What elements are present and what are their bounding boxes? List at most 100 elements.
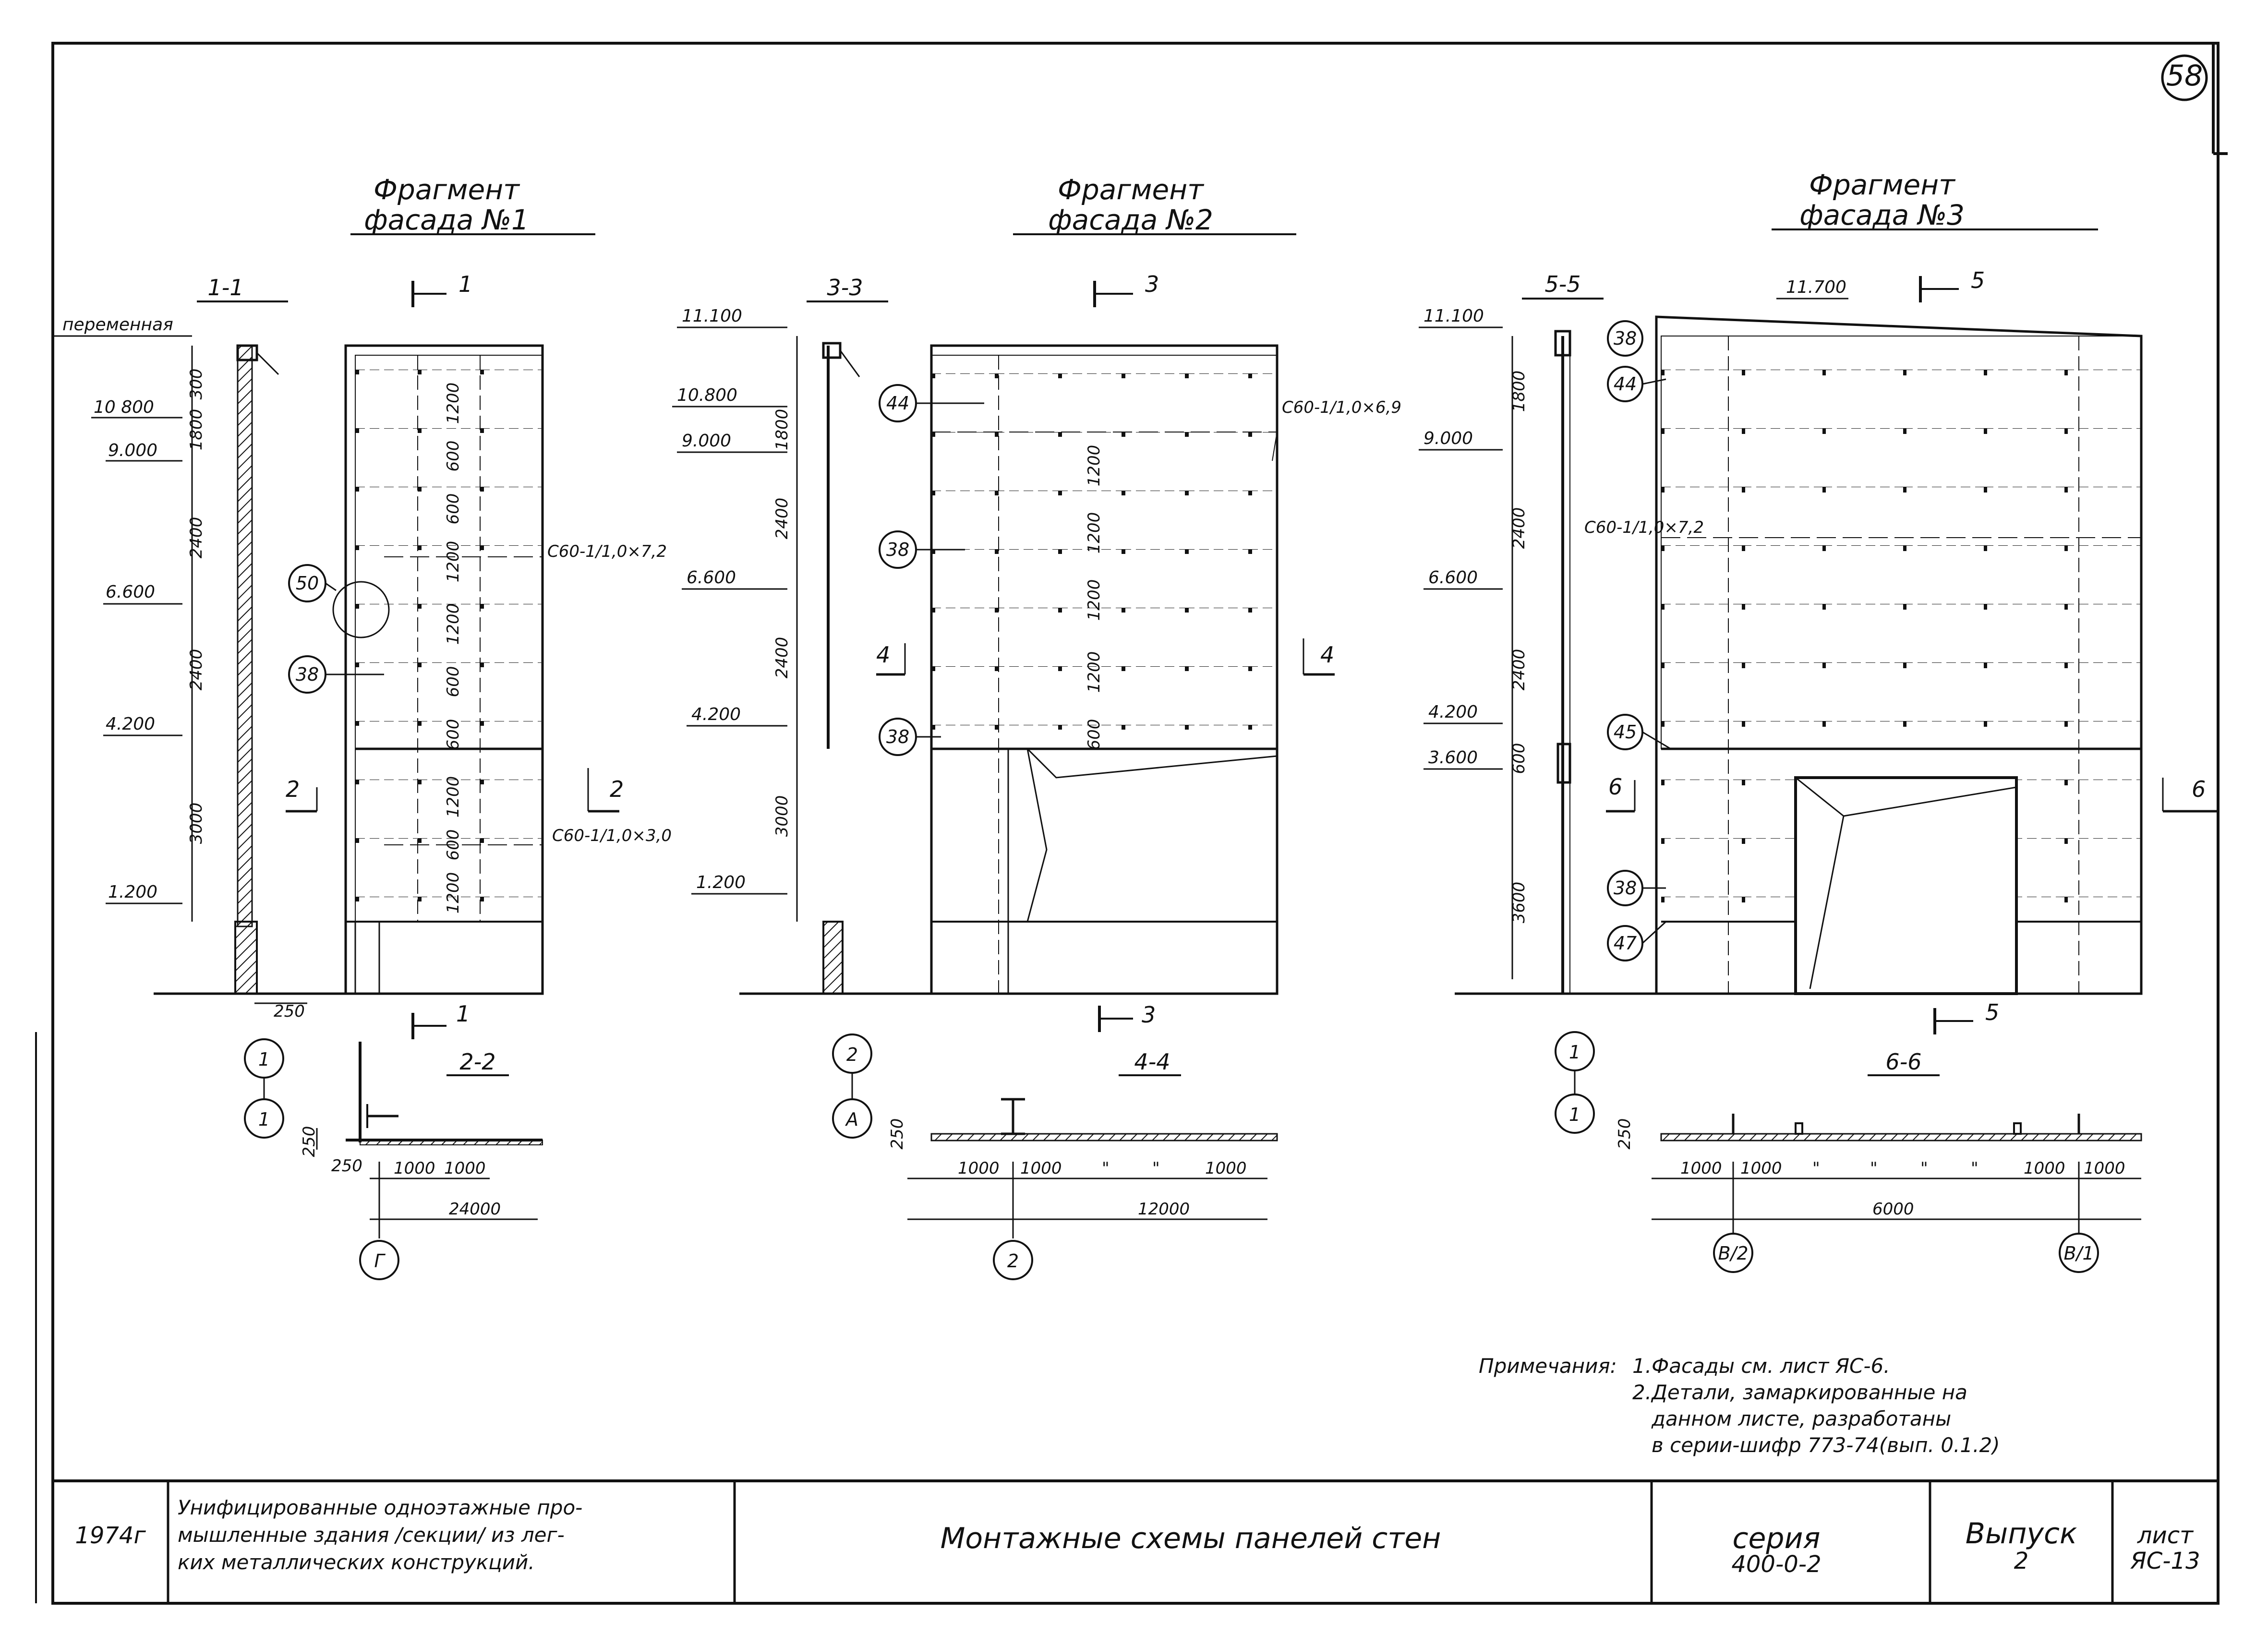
note-1: 1.Фасады см. лист ЯС-6. (1632, 1354, 1890, 1378)
fragment-1-title-line2: фасада №1 (364, 204, 529, 236)
section-6-6-label: 6-6 (1885, 1049, 1921, 1075)
svg-text:600: 600 (1509, 743, 1529, 774)
cut-mark-1-top: 1 (411, 271, 472, 307)
svg-text:9.000: 9.000 (682, 431, 731, 451)
svg-text:А: А (844, 1109, 858, 1130)
tb-year: 1974г (75, 1522, 146, 1549)
height-dims-2: 1800 2400 2400 3000 (772, 336, 798, 922)
svg-text:3600: 3600 (1509, 882, 1529, 924)
panel-heights-1: 1200 600 600 1200 1200 600 600 1200 600 … (444, 383, 463, 914)
svg-text:11.100: 11.100 (1424, 306, 1484, 326)
axis-1-a: 1 (244, 1038, 284, 1099)
svg-text:2: 2 (286, 776, 300, 802)
axis-2-a: 2 (832, 1033, 872, 1099)
svg-text:6.600: 6.600 (1428, 568, 1478, 588)
svg-text:1.200: 1.200 (696, 873, 746, 892)
margin-stamp-strip (35, 1032, 54, 1603)
svg-text:2400: 2400 (1509, 507, 1529, 549)
svg-text:2400: 2400 (772, 498, 792, 540)
panel-mark-2: С60-1/1,0×6,9 (1282, 398, 1401, 417)
svg-text:": " (1102, 1159, 1110, 1178)
height-1-1: 1800 (187, 409, 206, 451)
svg-text:4: 4 (1320, 642, 1334, 668)
fragment-2: Фрагмент фасада №2 3-3 11.100 10.800 9.0… (672, 173, 1401, 1280)
callout-38-b: 38 (879, 530, 965, 569)
axis-G: Г (359, 1240, 399, 1280)
ph-1-9: 1200 (444, 872, 463, 914)
svg-text:В/2: В/2 (1718, 1243, 1748, 1264)
svg-text:2: 2 (610, 776, 624, 802)
svg-text:11.100: 11.100 (682, 306, 742, 326)
fragment-2-title-line2: фасада №2 (1048, 204, 1213, 236)
callout-47: 47 (1607, 921, 1667, 961)
svg-text:": " (1870, 1159, 1878, 1178)
callout-38-e: 38 (1607, 870, 1666, 906)
section-3-3-label: 3-3 (827, 275, 863, 300)
height-dims-3: 1800 2400 2400 600 3600 (1509, 336, 1529, 979)
ph-1-8: 600 (444, 829, 463, 861)
svg-text:": " (1920, 1159, 1928, 1178)
wall-section-2 (822, 342, 860, 995)
tb-project-line2: мышленные здания /секции/ из лег- (178, 1523, 565, 1547)
svg-text:12000: 12000 (1138, 1200, 1190, 1219)
svg-text:Г: Г (374, 1250, 386, 1272)
height-1-3: 2400 (187, 649, 206, 691)
fragment-3: Фрагмент фасада №3 5-5 11.700 5 11.100 9… (1419, 168, 2218, 1273)
axis-A: А (832, 1098, 872, 1139)
tb-issue-value: 2 (2014, 1548, 2029, 1574)
facade-panel-grid-1 (344, 344, 544, 995)
plan-offset-1: 250 (300, 1126, 319, 1157)
svg-text:47: 47 (1614, 933, 1637, 954)
svg-text:38: 38 (296, 664, 319, 685)
cut-mark-4: 4 4 (876, 638, 1335, 676)
height-1-4: 3000 (187, 803, 206, 844)
notes: Примечания: 1.Фасады см. лист ЯС-6. 2.Де… (1479, 1354, 2000, 1457)
svg-text:38: 38 (1614, 877, 1637, 899)
fragment-3-title-line2: фасада №3 (1799, 199, 1965, 231)
svg-text:1000: 1000 (444, 1159, 486, 1178)
tb-sheet-label: лист (2137, 1522, 2194, 1549)
ph-1-6: 600 (444, 719, 463, 750)
ph-1-5: 600 (444, 666, 463, 697)
svg-text:6: 6 (2192, 776, 2206, 802)
axis-2-b: 2 (993, 1240, 1033, 1280)
elev-1-3: 4.200 (106, 714, 155, 734)
svg-text:2400: 2400 (772, 637, 792, 679)
axis-3-b: 1 (1555, 1093, 1595, 1134)
svg-text:38: 38 (886, 726, 909, 747)
plan-4-4: 250 1000 1000 " " 1000 12000 (888, 1098, 1278, 1238)
plan-2-2: 250 250 1000 1000 24000 (300, 1042, 543, 1238)
ph-1-7: 1200 (444, 776, 463, 818)
fragment-2-title-line1: Фрагмент (1058, 173, 1205, 206)
svg-text:1000: 1000 (1020, 1159, 1062, 1178)
cut-1-top-label: 1 (458, 271, 472, 297)
callout-38-a: 38 (288, 655, 384, 694)
svg-text:1000: 1000 (1680, 1159, 1722, 1178)
tb-project-line3: ких металлических конструкций. (178, 1550, 535, 1574)
svg-text:": " (1812, 1159, 1820, 1178)
svg-text:5: 5 (1971, 267, 1985, 293)
svg-text:1000: 1000 (2024, 1159, 2065, 1178)
svg-text:3.600: 3.600 (1428, 748, 1478, 768)
svg-text:2: 2 (1007, 1250, 1019, 1272)
panel-heights-2: 1200 1200 1200 1200 600 (1085, 445, 1104, 750)
note-4: в серии-шифр 773-74(вып. 0.1.2) (1652, 1433, 2000, 1457)
svg-text:В/1: В/1 (2063, 1243, 2094, 1264)
svg-text:44: 44 (1614, 373, 1637, 395)
callout-44-a: 44 (879, 384, 984, 422)
callout-38-c: 38 (879, 718, 941, 756)
callout-45: 45 (1607, 714, 1671, 750)
elev-1-4: 1.200 (108, 882, 157, 902)
ph-1-0: 1200 (444, 383, 463, 424)
facade-panel-grid-3 (1655, 315, 2143, 995)
section-4-4-label: 4-4 (1134, 1049, 1170, 1075)
svg-text:1: 1 (456, 1001, 470, 1027)
svg-text:44: 44 (886, 393, 909, 414)
tb-project-line1: Унифицированные одноэтажные про- (178, 1496, 582, 1519)
svg-text:1200: 1200 (1085, 445, 1104, 487)
svg-text:1000: 1000 (958, 1159, 1000, 1178)
svg-text:38: 38 (1614, 328, 1637, 349)
cut-mark-1-bottom: 1 (411, 1001, 470, 1039)
base-dim-250: 250 (274, 1002, 305, 1021)
